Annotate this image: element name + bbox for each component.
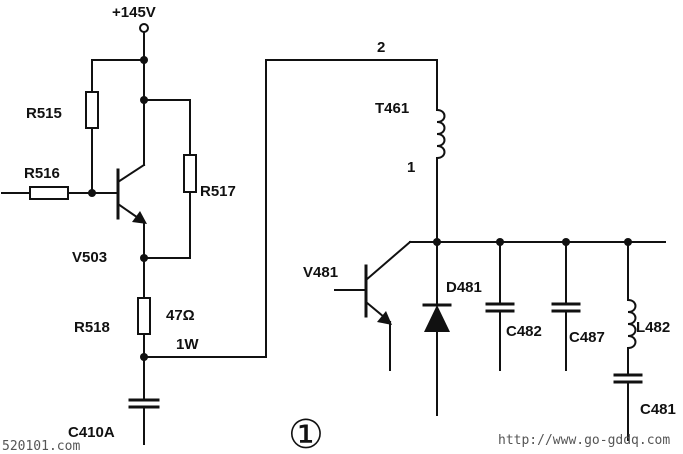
supply-terminal (139, 23, 149, 61)
label-r516: R516 (24, 165, 60, 182)
label-r518-power: 1W (176, 336, 199, 353)
transistor-v481 (334, 240, 412, 371)
diode-d481 (422, 241, 452, 416)
label-r517: R517 (200, 183, 236, 200)
label-c482: C482 (506, 323, 542, 340)
label-pin1: 1 (407, 159, 415, 176)
label-t461: T461 (375, 100, 409, 117)
resistor-r517 (183, 154, 197, 193)
junction-top (140, 56, 148, 64)
junction-r518-bottom (140, 353, 148, 361)
label-d481: D481 (446, 279, 482, 296)
label-v503: V503 (72, 249, 107, 266)
label-r518-value: 47Ω (166, 307, 195, 324)
capacitor-c481 (613, 373, 643, 441)
label-r515: R515 (26, 105, 62, 122)
wire-t461 (435, 59, 446, 243)
resistor-r515 (85, 91, 99, 129)
label-v481: V481 (303, 264, 338, 281)
label-c410a: C410A (68, 424, 115, 441)
inductor-l482 (626, 241, 637, 376)
resistor-r518 (137, 297, 151, 335)
label-pin2: 2 (377, 39, 385, 56)
label-supply: +145V (112, 4, 156, 21)
resistor-r516 (29, 186, 69, 200)
transistor-v503 (116, 99, 147, 259)
capacitor-c482 (485, 241, 515, 371)
wire-top-left (91, 59, 191, 259)
wire-r518 (143, 59, 438, 401)
label-l482: L482 (636, 319, 670, 336)
circle-mark: ① (288, 412, 324, 454)
capacitor-c410a (128, 398, 160, 445)
capacitor-c487 (551, 241, 581, 371)
label-c487: C487 (569, 329, 605, 346)
watermark-right: http://www.go-gddq.com (498, 433, 670, 448)
label-r518: R518 (74, 319, 110, 336)
junction-base (88, 189, 96, 197)
label-c481: C481 (640, 401, 676, 418)
watermark-left: 520101.com (2, 439, 80, 454)
